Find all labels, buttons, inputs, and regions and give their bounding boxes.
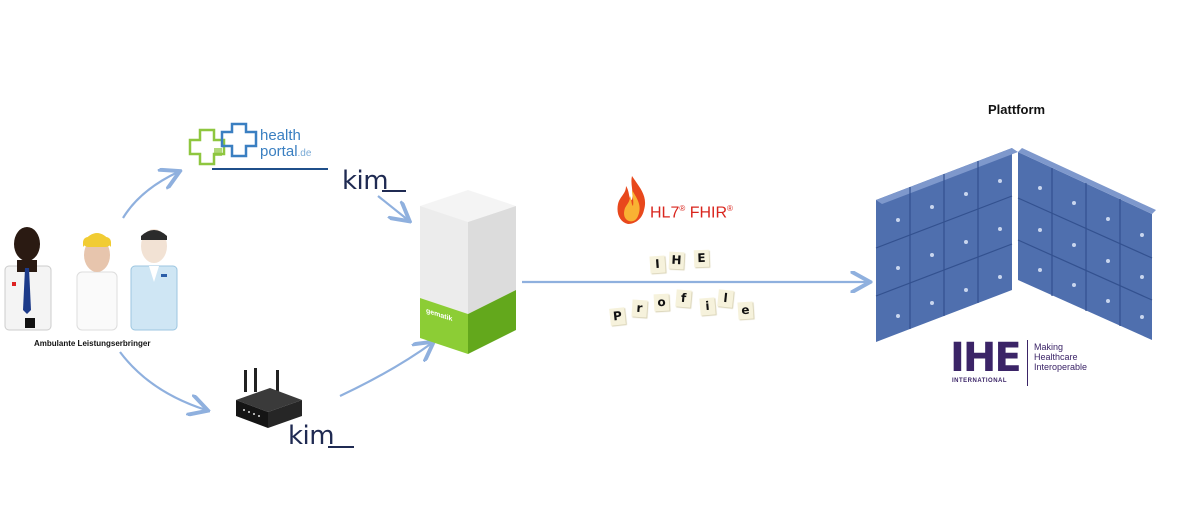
router-icon xyxy=(236,368,302,428)
healthportal-underline xyxy=(212,168,328,170)
fhir-flame-icon xyxy=(617,176,646,224)
people-group xyxy=(3,222,183,332)
tile-o: o xyxy=(653,293,670,312)
tile-r: r xyxy=(631,299,648,318)
fhir-text: HL7® FHIR® xyxy=(650,204,733,222)
healthportal-cross-icon xyxy=(188,122,258,166)
platform-label: Plattform xyxy=(988,102,1046,117)
tile-e: e xyxy=(737,301,754,320)
arrow-people-to-portal xyxy=(122,172,178,219)
tile-I: I xyxy=(649,255,666,274)
healthportal-line2: portal.de xyxy=(260,143,312,160)
server-wall xyxy=(875,148,1156,342)
healthportal-line1: health xyxy=(260,127,301,144)
arrow-kim-to-box xyxy=(377,195,408,220)
doctor-2-icon xyxy=(130,229,178,331)
tile-l: l xyxy=(717,289,734,308)
tile-H: H xyxy=(668,251,685,270)
kim-underline-bottom xyxy=(328,446,354,448)
nurse-icon xyxy=(76,233,118,331)
tile-P: P xyxy=(609,307,626,326)
kim-logo-top: kim xyxy=(342,166,389,196)
tile-E: E xyxy=(693,249,710,268)
ihe-logo-tagline: Making Healthcare Interoperable xyxy=(1034,342,1088,372)
gematik-box: gematik xyxy=(420,190,516,354)
arrow-people-to-router xyxy=(119,351,206,410)
healthportal-logo: health portal.de xyxy=(176,116,336,172)
ihe-logo-divider xyxy=(1027,340,1028,386)
doctor-1-icon xyxy=(4,227,52,331)
arrow-router-to-box xyxy=(339,343,432,397)
people-label: Ambulante Leistungserbringer xyxy=(34,339,151,348)
kim-underline-top xyxy=(382,190,406,192)
ihe-logo: IHE INTERNATIONAL Making Healthcare Inte… xyxy=(950,338,1100,390)
tile-f: f xyxy=(675,289,692,308)
kim-logo-bottom: kim xyxy=(288,421,335,451)
ihe-logo-main: IHE xyxy=(950,335,1022,381)
tile-i: i xyxy=(699,297,716,316)
ihe-logo-sub: INTERNATIONAL xyxy=(952,378,1008,384)
